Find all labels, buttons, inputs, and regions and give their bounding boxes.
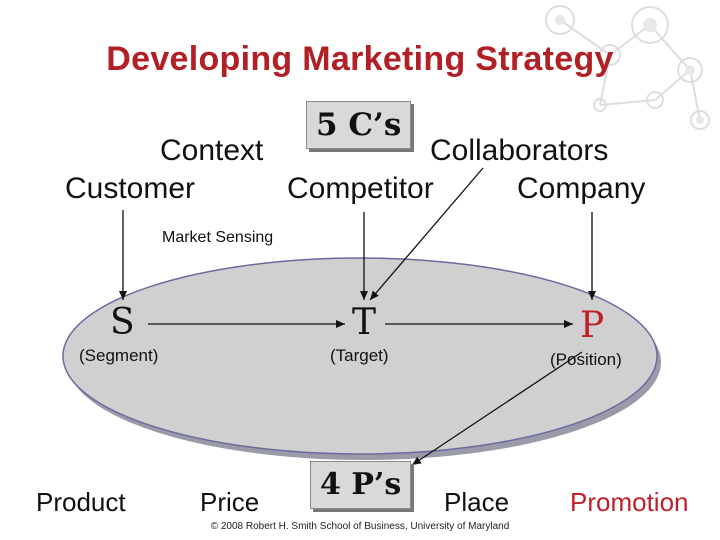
customer-label: Customer bbox=[65, 172, 196, 205]
page-title: Developing Marketing Strategy bbox=[106, 40, 614, 78]
position-label: (Position) bbox=[550, 350, 622, 369]
company-label: Company bbox=[517, 172, 646, 205]
position-letter: P bbox=[580, 305, 605, 346]
five-cs-box: 5 C’s bbox=[306, 101, 412, 149]
segment-label: (Segment) bbox=[79, 346, 159, 365]
footer-copyright: © 2008 Robert H. Smith School of Busines… bbox=[210, 521, 510, 532]
target-label: (Target) bbox=[330, 346, 389, 365]
molecule-decoration bbox=[545, 5, 710, 130]
target-letter: T bbox=[352, 302, 377, 343]
four-ps-box: 4 P’s bbox=[310, 461, 412, 509]
context-label: Context bbox=[160, 134, 264, 167]
collaborators-label: Collaborators bbox=[430, 134, 609, 167]
stp-ellipse bbox=[62, 257, 658, 455]
market-sensing-label: Market Sensing bbox=[162, 229, 274, 246]
arrow-p-to-4ps bbox=[411, 351, 583, 466]
product-label: Product bbox=[36, 487, 126, 517]
place-label: Place bbox=[444, 487, 510, 517]
arrow-collaborators-to-t bbox=[369, 167, 484, 301]
segment-letter: S bbox=[110, 302, 135, 343]
molecule-dots bbox=[555, 15, 704, 124]
promotion-label: Promotion bbox=[570, 487, 689, 517]
competitor-label: Competitor bbox=[287, 172, 434, 205]
price-label: Price bbox=[200, 487, 260, 517]
